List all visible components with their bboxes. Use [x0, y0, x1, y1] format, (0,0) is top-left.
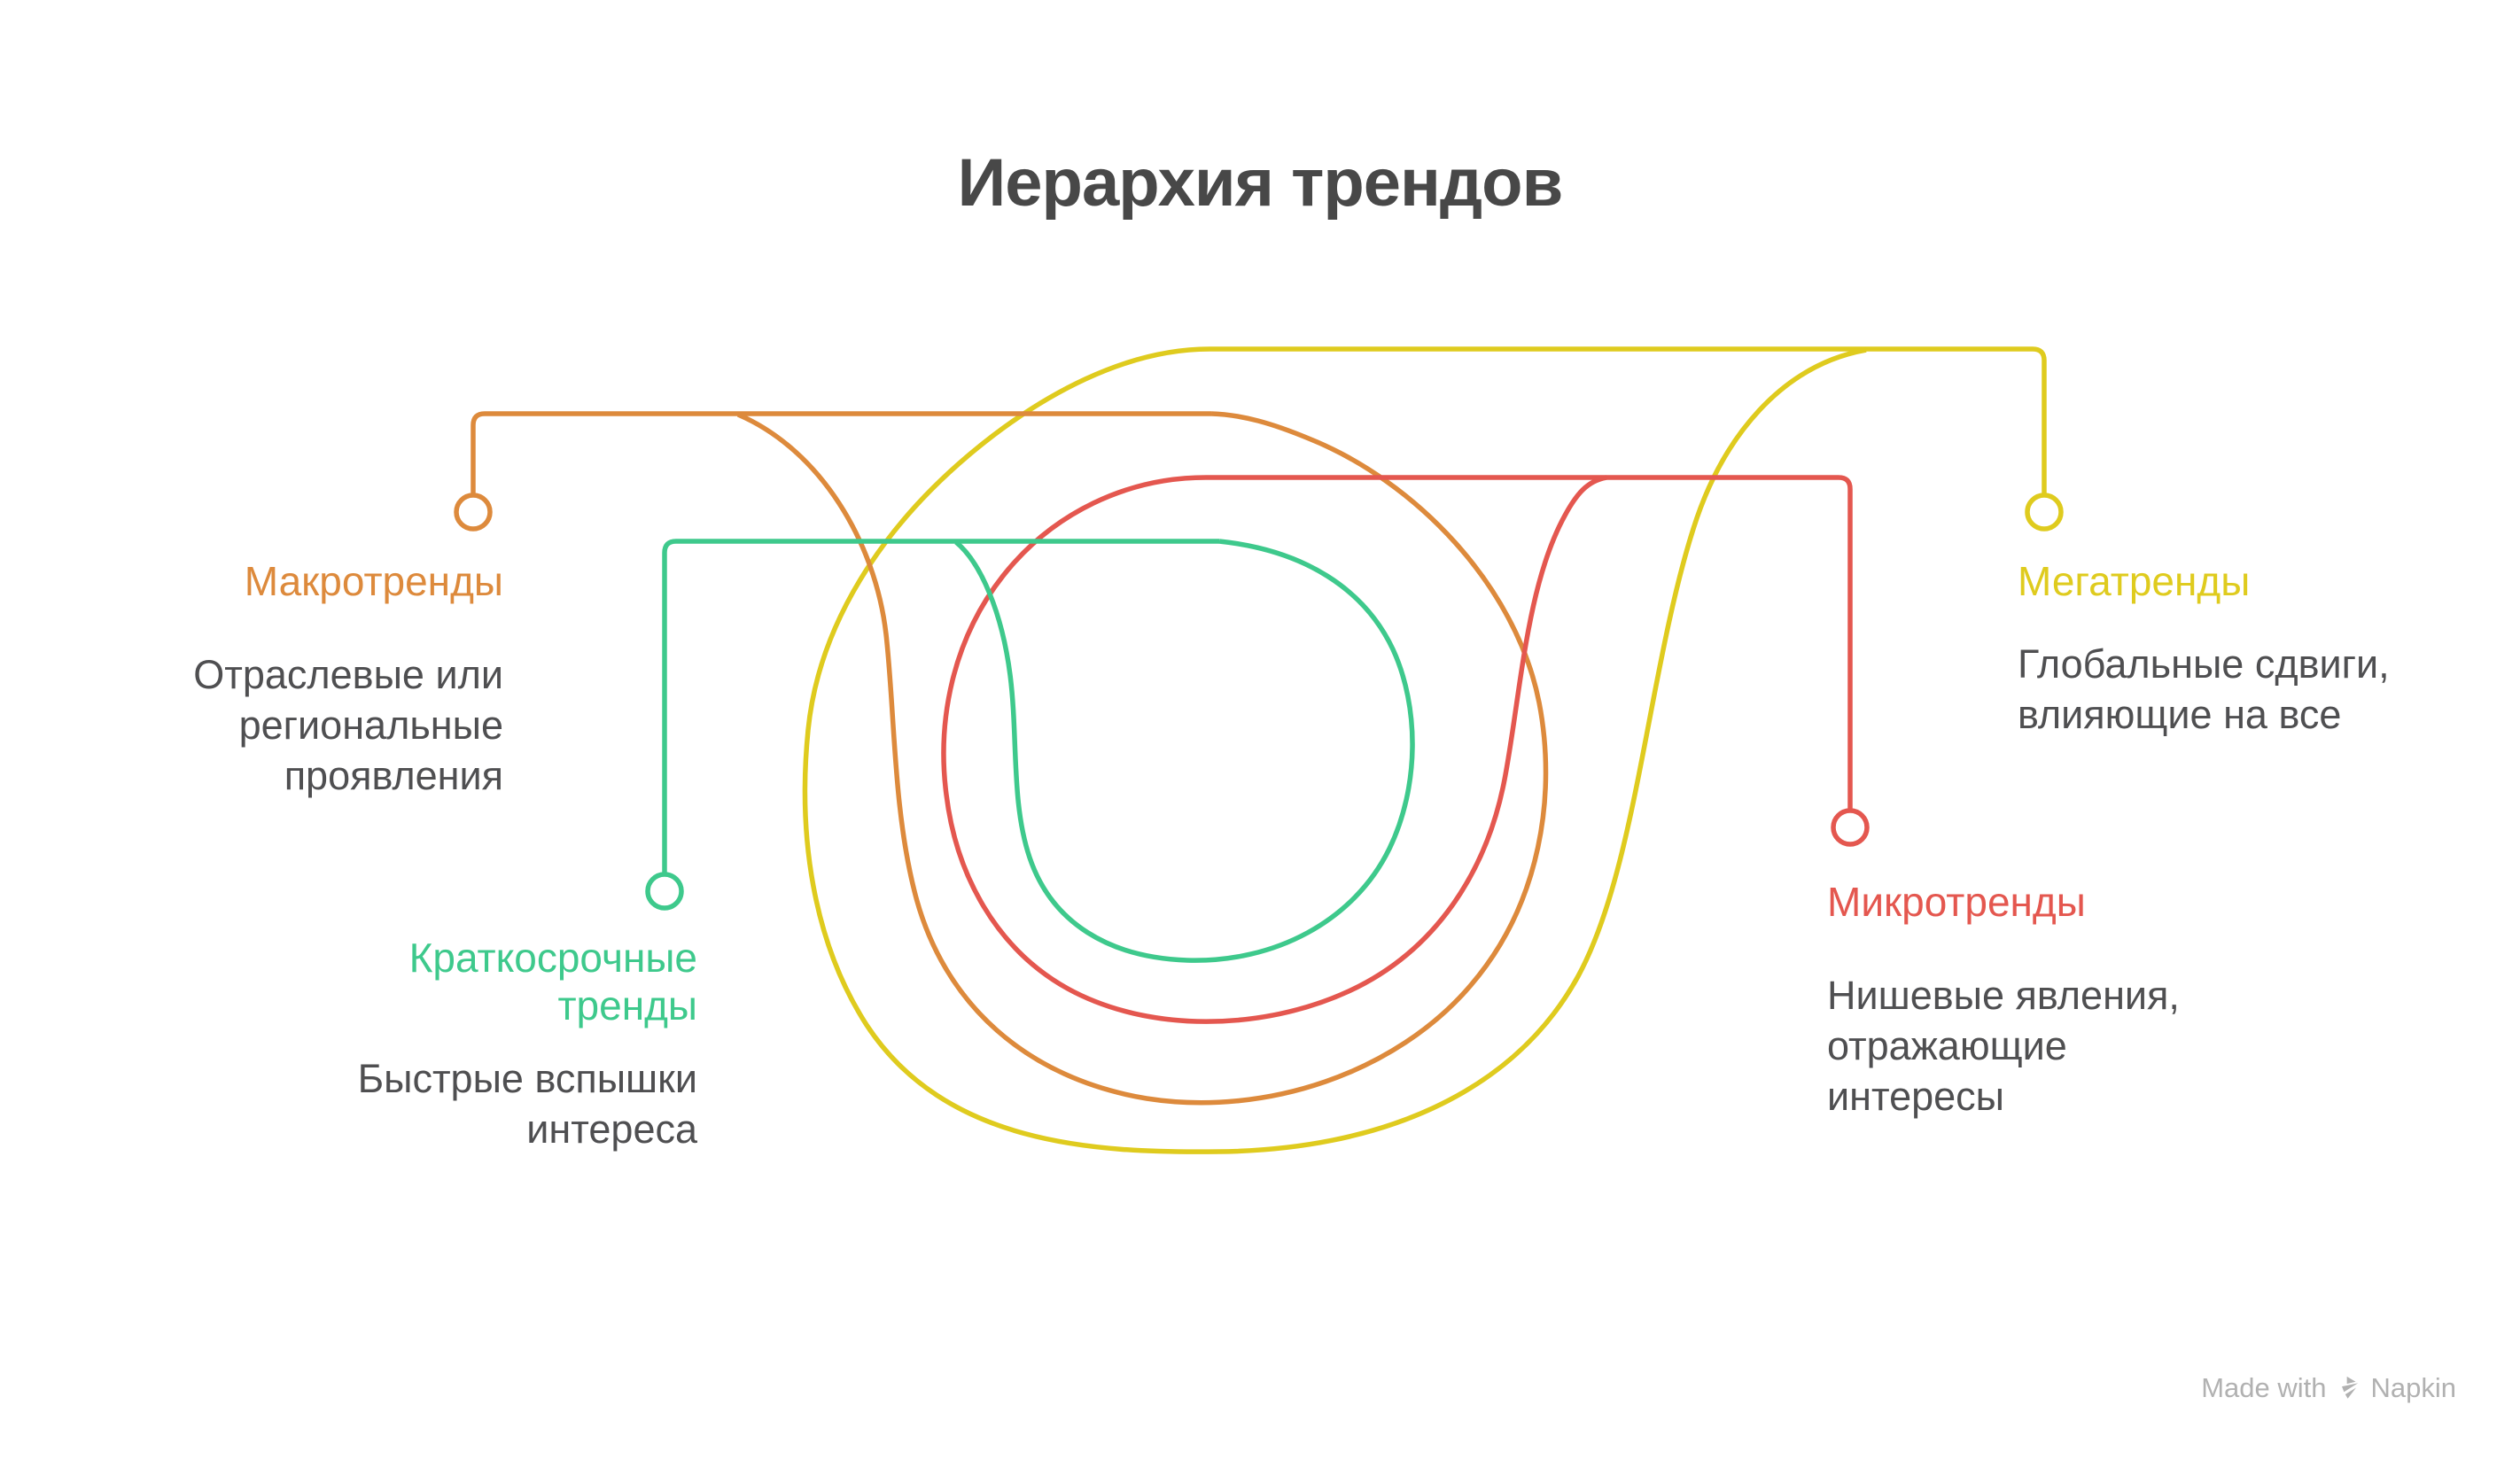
- megatrends-terminal-circle: [2025, 493, 2064, 532]
- microtrends-stem-line: [1206, 475, 1853, 811]
- megatrends-loop-curve: [802, 346, 1867, 1154]
- macrotrends-label: Макротренды: [244, 558, 503, 604]
- macrotrends-stem-line: [471, 411, 1211, 495]
- watermark: Made with Napkin: [2201, 1372, 2456, 1404]
- short-term-trends-description: Быстрые вспышки интереса: [357, 1056, 697, 1152]
- microtrends-label: Микротренды: [1827, 879, 2086, 925]
- short-term-trends-terminal-circle: [645, 872, 684, 911]
- macrotrends-terminal-circle: [454, 493, 493, 532]
- macrotrends-line-group: [454, 411, 1549, 1106]
- watermark-brand: Napkin: [2370, 1372, 2457, 1403]
- short-term-trends-loop-curve: [954, 539, 1415, 963]
- megatrends-label: Мегатренды: [2018, 558, 2251, 604]
- microtrends-description: Нишевые явления, отражающие интересы: [1827, 973, 2180, 1119]
- watermark-prefix: Made with: [2201, 1372, 2327, 1403]
- microtrends-terminal-circle: [1831, 808, 1870, 847]
- microtrends-line-group: [941, 475, 1870, 1024]
- megatrends-description: Глобальные сдвиги, влияющие на все: [2018, 641, 2390, 737]
- short-term-trends-line-group: [645, 539, 1415, 963]
- megatrends-line-group: [802, 346, 2064, 1154]
- page-title: Иерархия трендов: [957, 145, 1564, 221]
- macrotrends-description: Отраслевые или региональные проявления: [193, 652, 503, 798]
- microtrends-loop-curve: [941, 475, 1607, 1024]
- macrotrends-loop-curve: [736, 411, 1549, 1106]
- napkin-logo-icon: [2336, 1375, 2362, 1401]
- short-term-trends-label: Краткосрочные тренды: [408, 935, 697, 1028]
- megatrends-stem-line: [1209, 346, 2047, 495]
- short-term-trends-stem-line: [662, 539, 1219, 874]
